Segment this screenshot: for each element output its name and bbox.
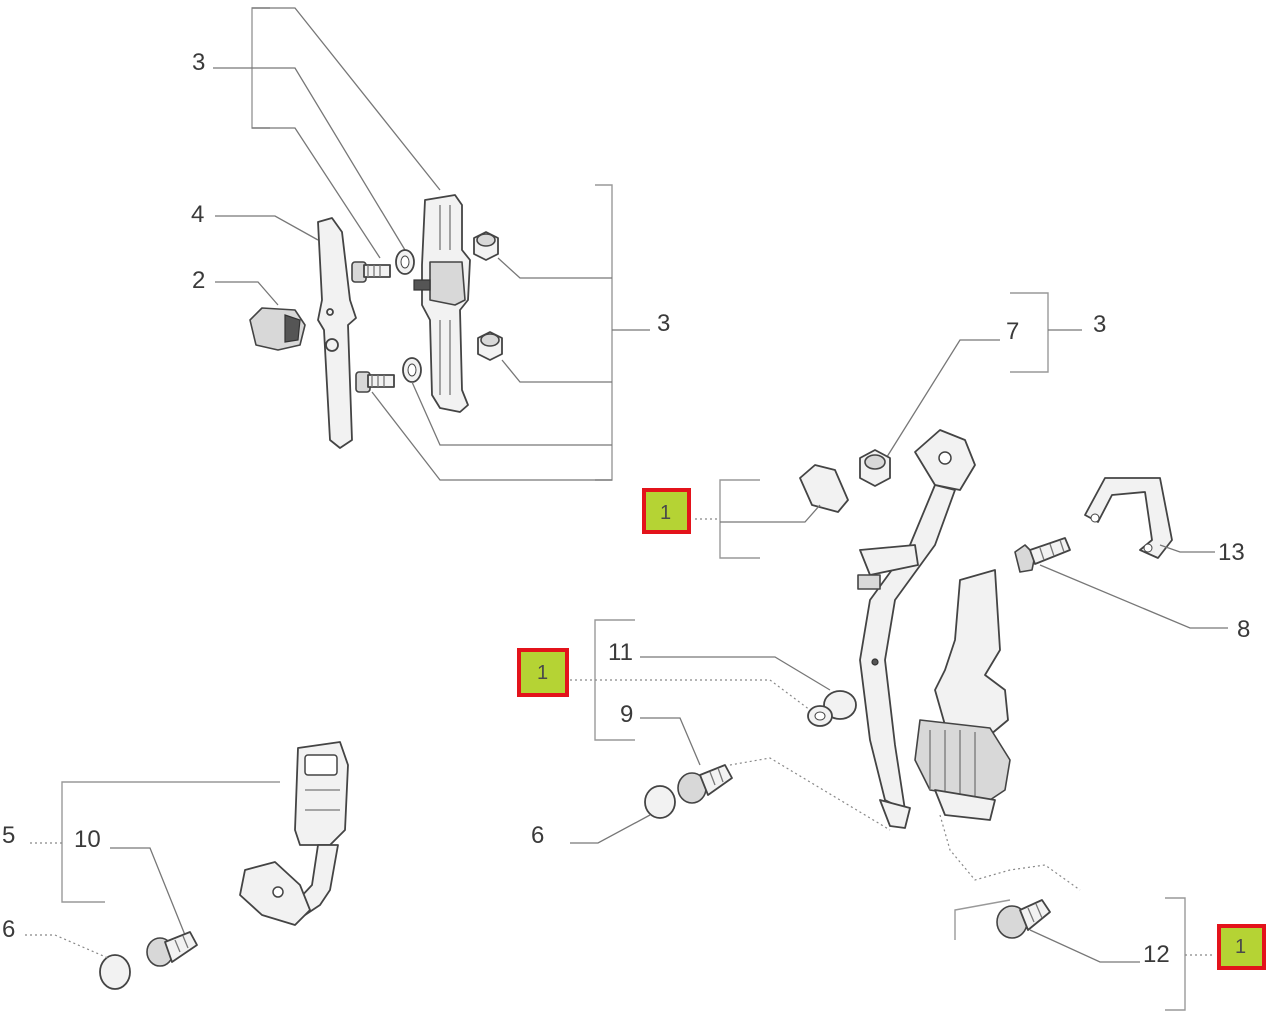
highlight-callout-1-top[interactable]: 1	[642, 488, 691, 534]
callout-11: 11	[608, 639, 633, 666]
callout-3-mid: 3	[657, 310, 670, 337]
bolt-10-part	[146, 931, 198, 967]
highlight-label: 1	[1235, 936, 1246, 958]
callout-13: 13	[1218, 539, 1245, 566]
height-adjuster-assembly	[213, 7, 650, 481]
retractor-belt-assembly	[570, 292, 1228, 1011]
nut-upper	[473, 231, 499, 261]
callout-5: 5	[2, 822, 15, 849]
buckle-assembly	[25, 741, 349, 990]
highlight-label: 1	[537, 662, 548, 684]
bolt-9-part	[677, 764, 733, 804]
callout-12: 12	[1143, 941, 1170, 968]
callout-8: 8	[1237, 616, 1250, 643]
nut-lower	[477, 331, 503, 361]
highlight-label: 1	[660, 502, 671, 524]
callout-9: 9	[620, 701, 633, 728]
callout-4: 4	[191, 201, 204, 228]
callout-6-left: 6	[2, 916, 15, 943]
callout-7: 7	[1006, 318, 1019, 345]
bolt-12-part	[996, 899, 1051, 939]
callout-3-right: 3	[1093, 311, 1106, 338]
callout-3-top: 3	[192, 49, 205, 76]
callout-2: 2	[192, 267, 205, 294]
highlight-callout-1-bottom[interactable]: 1	[1217, 924, 1266, 970]
bolt-upper	[351, 249, 415, 283]
highlight-callout-1-mid[interactable]: 1	[517, 648, 569, 697]
callout-6-mid: 6	[531, 822, 544, 849]
bolt-lower	[355, 357, 422, 393]
callout-10: 10	[74, 826, 101, 853]
bolt-8-part	[1014, 537, 1071, 573]
